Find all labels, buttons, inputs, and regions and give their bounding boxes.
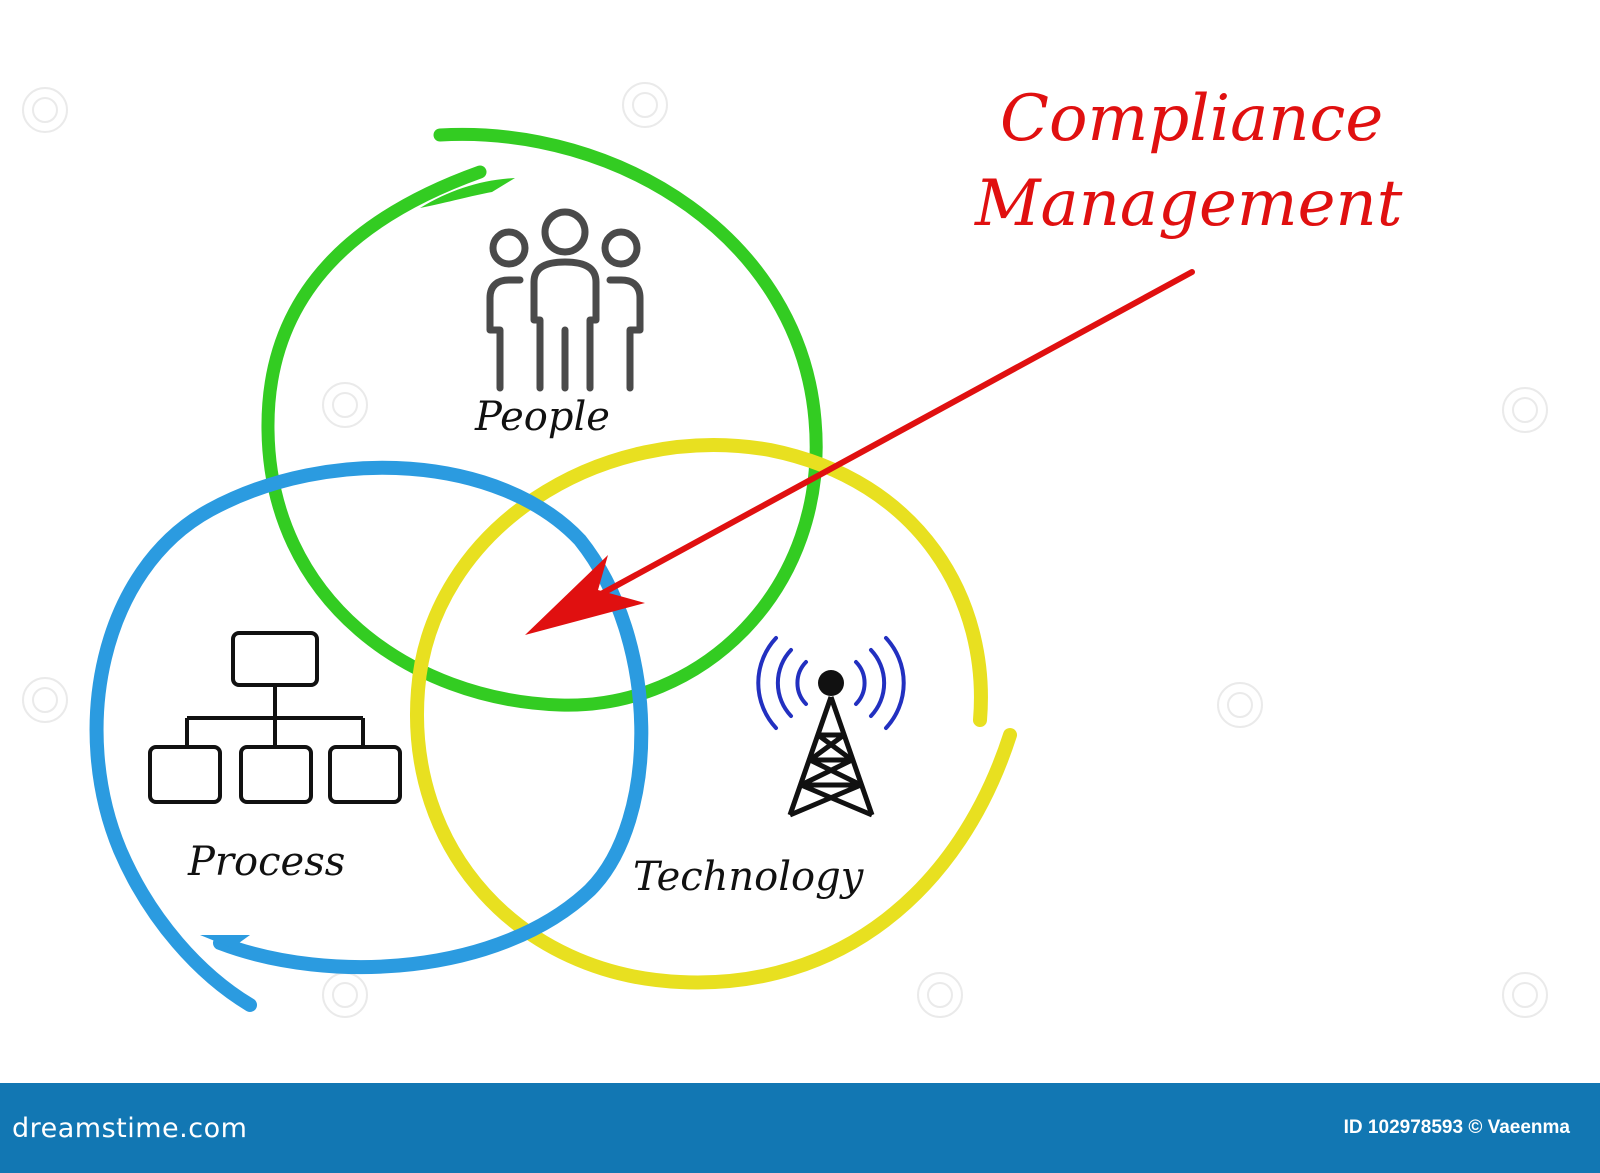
diagram-title-line1: Compliance <box>1000 82 1383 156</box>
radio-tower-icon <box>756 636 906 818</box>
technology-circle <box>410 438 1017 990</box>
pointer-arrow <box>525 269 1195 635</box>
people-circle <box>261 127 823 712</box>
image-credit: ID 102978593 © Vaeenma <box>1343 1117 1570 1138</box>
process-circle <box>89 460 649 1012</box>
footer-bar: dreamstime.com ID 102978593 © Vaeenma <box>0 1083 1600 1173</box>
watermark-pattern <box>22 82 1548 1018</box>
label-technology: Technology <box>633 854 865 900</box>
people-icon <box>486 208 644 392</box>
org-chart-icon <box>148 631 402 804</box>
brand-logo-text[interactable]: dreamstime.com <box>12 1112 248 1144</box>
venn-diagram: Compliance Management <box>22 82 1548 1018</box>
label-people: People <box>474 394 610 440</box>
diagram-title-line2: Management <box>974 167 1403 241</box>
label-process: Process <box>187 839 345 885</box>
